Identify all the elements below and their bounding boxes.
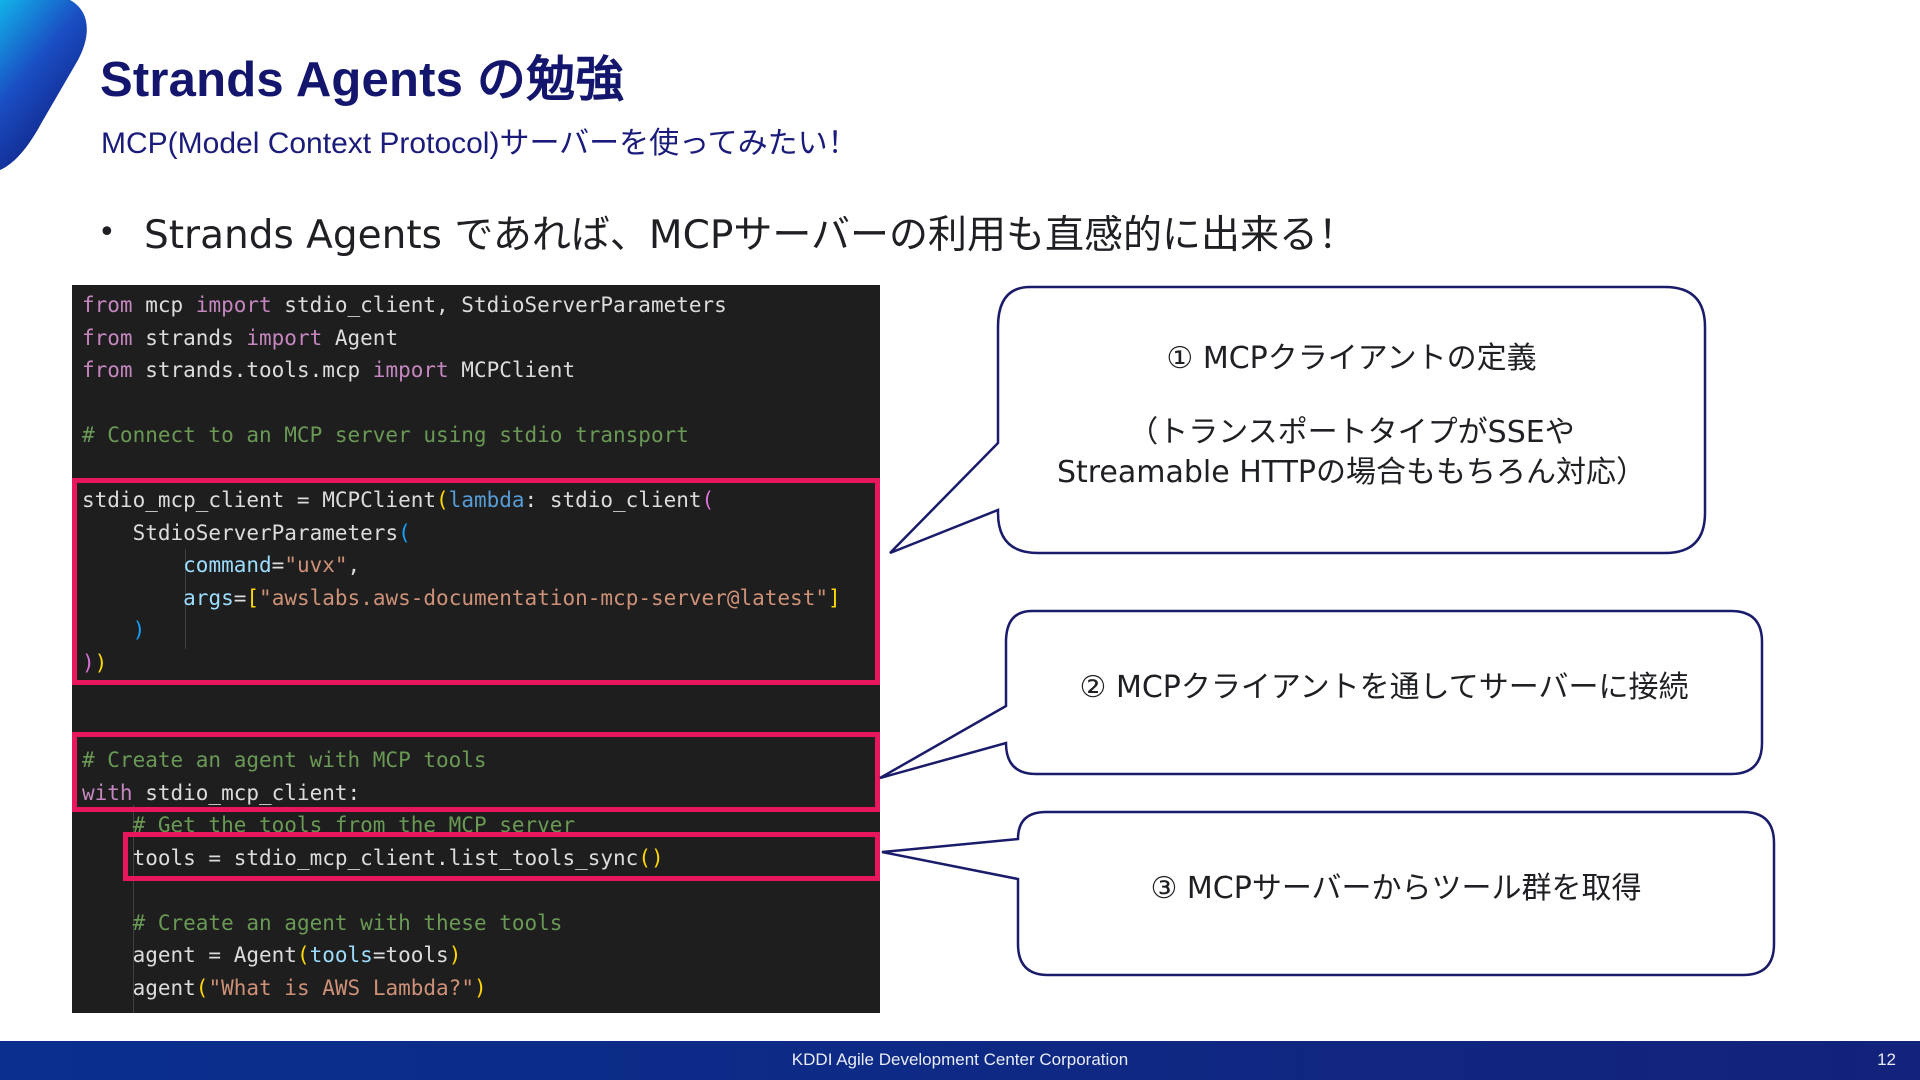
slide-title: Strands Agents の勉強 <box>100 53 625 107</box>
bullet-text: Strands Agents であれば、MCPサーバーの利用も直感的に出来る！ <box>144 213 1357 258</box>
callout-text-2: ② MCPクライアントを通してサーバーに接続 <box>1006 668 1762 708</box>
callout-text-1: ① MCPクライアントの定義 （トランスポートタイプがSSEや Streamab… <box>998 339 1705 493</box>
code-line: StdioServerParameters( <box>132 520 411 545</box>
code-line: stdio_mcp_client = MCPClient(lambda: std… <box>82 488 715 512</box>
callout-1-line-2: （トランスポートタイプがSSEや <box>1128 415 1575 450</box>
footer-company: KDDI Agile Development Center Corporatio… <box>791 1050 1129 1069</box>
callout-text-3: ③ MCPサーバーからツール群を取得 <box>1018 869 1774 909</box>
code-line: from strands import Agent <box>82 325 399 350</box>
callout-1-spacer <box>998 379 1705 413</box>
code-block: from mcp import stdio_client, StdioServe… <box>82 289 841 1004</box>
code-line: )) <box>82 650 108 675</box>
code-line: from mcp import stdio_client, StdioServe… <box>82 293 727 317</box>
indent-guide <box>133 805 134 1013</box>
callout-2-line-1: ② MCPクライアントを通してサーバーに接続 <box>1079 670 1689 705</box>
code-line: ) <box>132 618 146 642</box>
highlight-box-connect <box>72 732 880 812</box>
bullet-dot-icon: • <box>98 214 116 250</box>
code-comment: # Connect to an MCP server using stdio t… <box>82 423 689 447</box>
callout-bubble-1 <box>889 285 1707 555</box>
callout-1-line-1: ① MCPクライアントの定義 <box>1166 341 1537 376</box>
code-panel: from mcp import stdio_client, StdioServe… <box>72 285 880 1013</box>
code-line: agent("What is AWS Lambda?") <box>132 975 487 1000</box>
callout-bubble-2 <box>879 609 1764 780</box>
code-line: with stdio_mcp_client: <box>82 780 361 805</box>
bullet-point: • Strands Agents であれば、MCPサーバーの利用も直感的に出来る… <box>98 204 1357 260</box>
footer-bar: KDDI Agile Development Center Corporatio… <box>0 1041 1920 1080</box>
callout-bubble-3 <box>881 810 1776 977</box>
corner-logo-shape <box>0 0 87 170</box>
page-number: 12 <box>1877 1050 1896 1069</box>
code-line: # Create an agent with these tools <box>132 910 563 935</box>
callout-3-line-1: ③ MCPサーバーからツール群を取得 <box>1150 871 1642 906</box>
code-comment: # Create an agent with MCP tools <box>82 748 487 772</box>
callout-1-line-3: Streamable HTTPの場合ももちろん対応） <box>1056 455 1647 490</box>
code-line: args=["awslabs.aws-documentation-mcp-ser… <box>183 585 841 610</box>
slide-subtitle: MCP(Model Context Protocol)サーバーを使ってみたい！ <box>101 127 858 160</box>
code-line: command="uvx", <box>183 553 361 577</box>
code-line: tools = stdio_mcp_client.list_tools_sync… <box>132 845 664 870</box>
code-line: agent = Agent(tools=tools) <box>132 943 462 967</box>
code-line: from strands.tools.mcp import MCPClient <box>82 358 576 382</box>
highlight-box-client-definition <box>72 478 880 685</box>
indent-guide <box>185 549 186 649</box>
highlight-box-list-tools <box>123 832 880 881</box>
